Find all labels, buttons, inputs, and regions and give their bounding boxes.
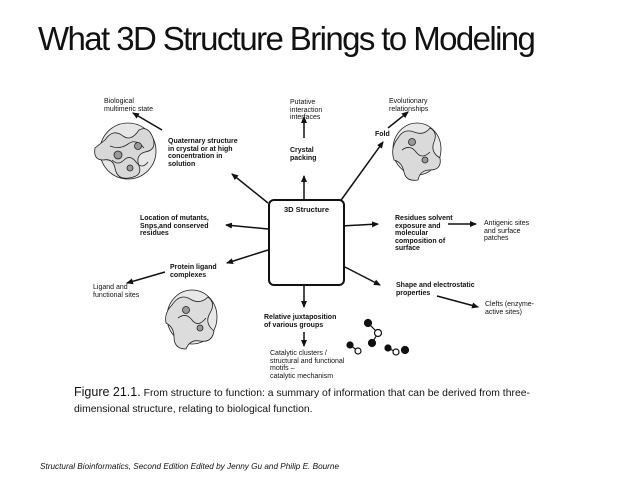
arrow-to-ligand-sites <box>126 271 166 285</box>
label-putative: Putative interaction interfaces <box>290 99 323 121</box>
arrow-to-fold <box>338 141 384 204</box>
label-juxtaposition: Relative juxtaposition of various groups <box>264 314 337 329</box>
label-residues-solvent: Residues solvent exposure and molecular … <box>395 215 453 252</box>
arrow-to-evolutionary <box>387 111 409 129</box>
catalytic-cluster-image <box>346 318 410 356</box>
label-antigenic: Antigenic sites and surface patches <box>484 220 530 242</box>
arrow-to-biological <box>132 112 163 131</box>
source-citation: Structural Bioinformatics, Second Editio… <box>40 462 340 471</box>
label-quaternary: Quaternary structure in crystal or at hi… <box>168 138 238 168</box>
label-ligand-sites: Ligand and functional sites <box>93 284 140 299</box>
label-crystal-packing: Crystal packing <box>290 147 317 162</box>
arrow-to-shape <box>340 264 381 286</box>
figure-caption-text: From structure to function: a summary of… <box>74 388 530 415</box>
label-evolutionary: Evolutionary relationships <box>389 98 429 113</box>
label-protein-ligand: Protein ligand complexes <box>170 264 217 279</box>
center-node-label: 3D Structure <box>283 205 329 214</box>
label-mutants: Location of mutants, Snps,and conserved … <box>140 215 209 237</box>
arrow-to-quaternary <box>231 173 269 204</box>
label-shape: Shape and electrostatic properties <box>396 282 475 297</box>
figure-number: Figure 21.1. <box>74 385 141 399</box>
arrow-to-protein-ligand <box>226 249 269 265</box>
slide-title: What 3D Structure Brings to Modeling <box>38 20 536 57</box>
label-catalytic: Catalytic clusters / structural and func… <box>270 350 345 380</box>
figure-caption: Figure 21.1. From structure to function:… <box>74 384 556 418</box>
label-clefts: Clefts (enzyme- active sites) <box>485 301 535 316</box>
arrow-to-clefts <box>436 295 479 309</box>
arrow-to-residues-solvent <box>340 221 379 228</box>
protein-fold-image <box>392 122 442 181</box>
label-biological-state: Biological multimeric state <box>104 98 154 113</box>
arrow-to-mutants <box>225 222 269 230</box>
protein-ligand-image <box>165 289 218 350</box>
label-fold: Fold <box>375 131 390 138</box>
protein-multimer-image <box>94 122 157 180</box>
center-node-box: 3D Structure <box>268 199 345 286</box>
